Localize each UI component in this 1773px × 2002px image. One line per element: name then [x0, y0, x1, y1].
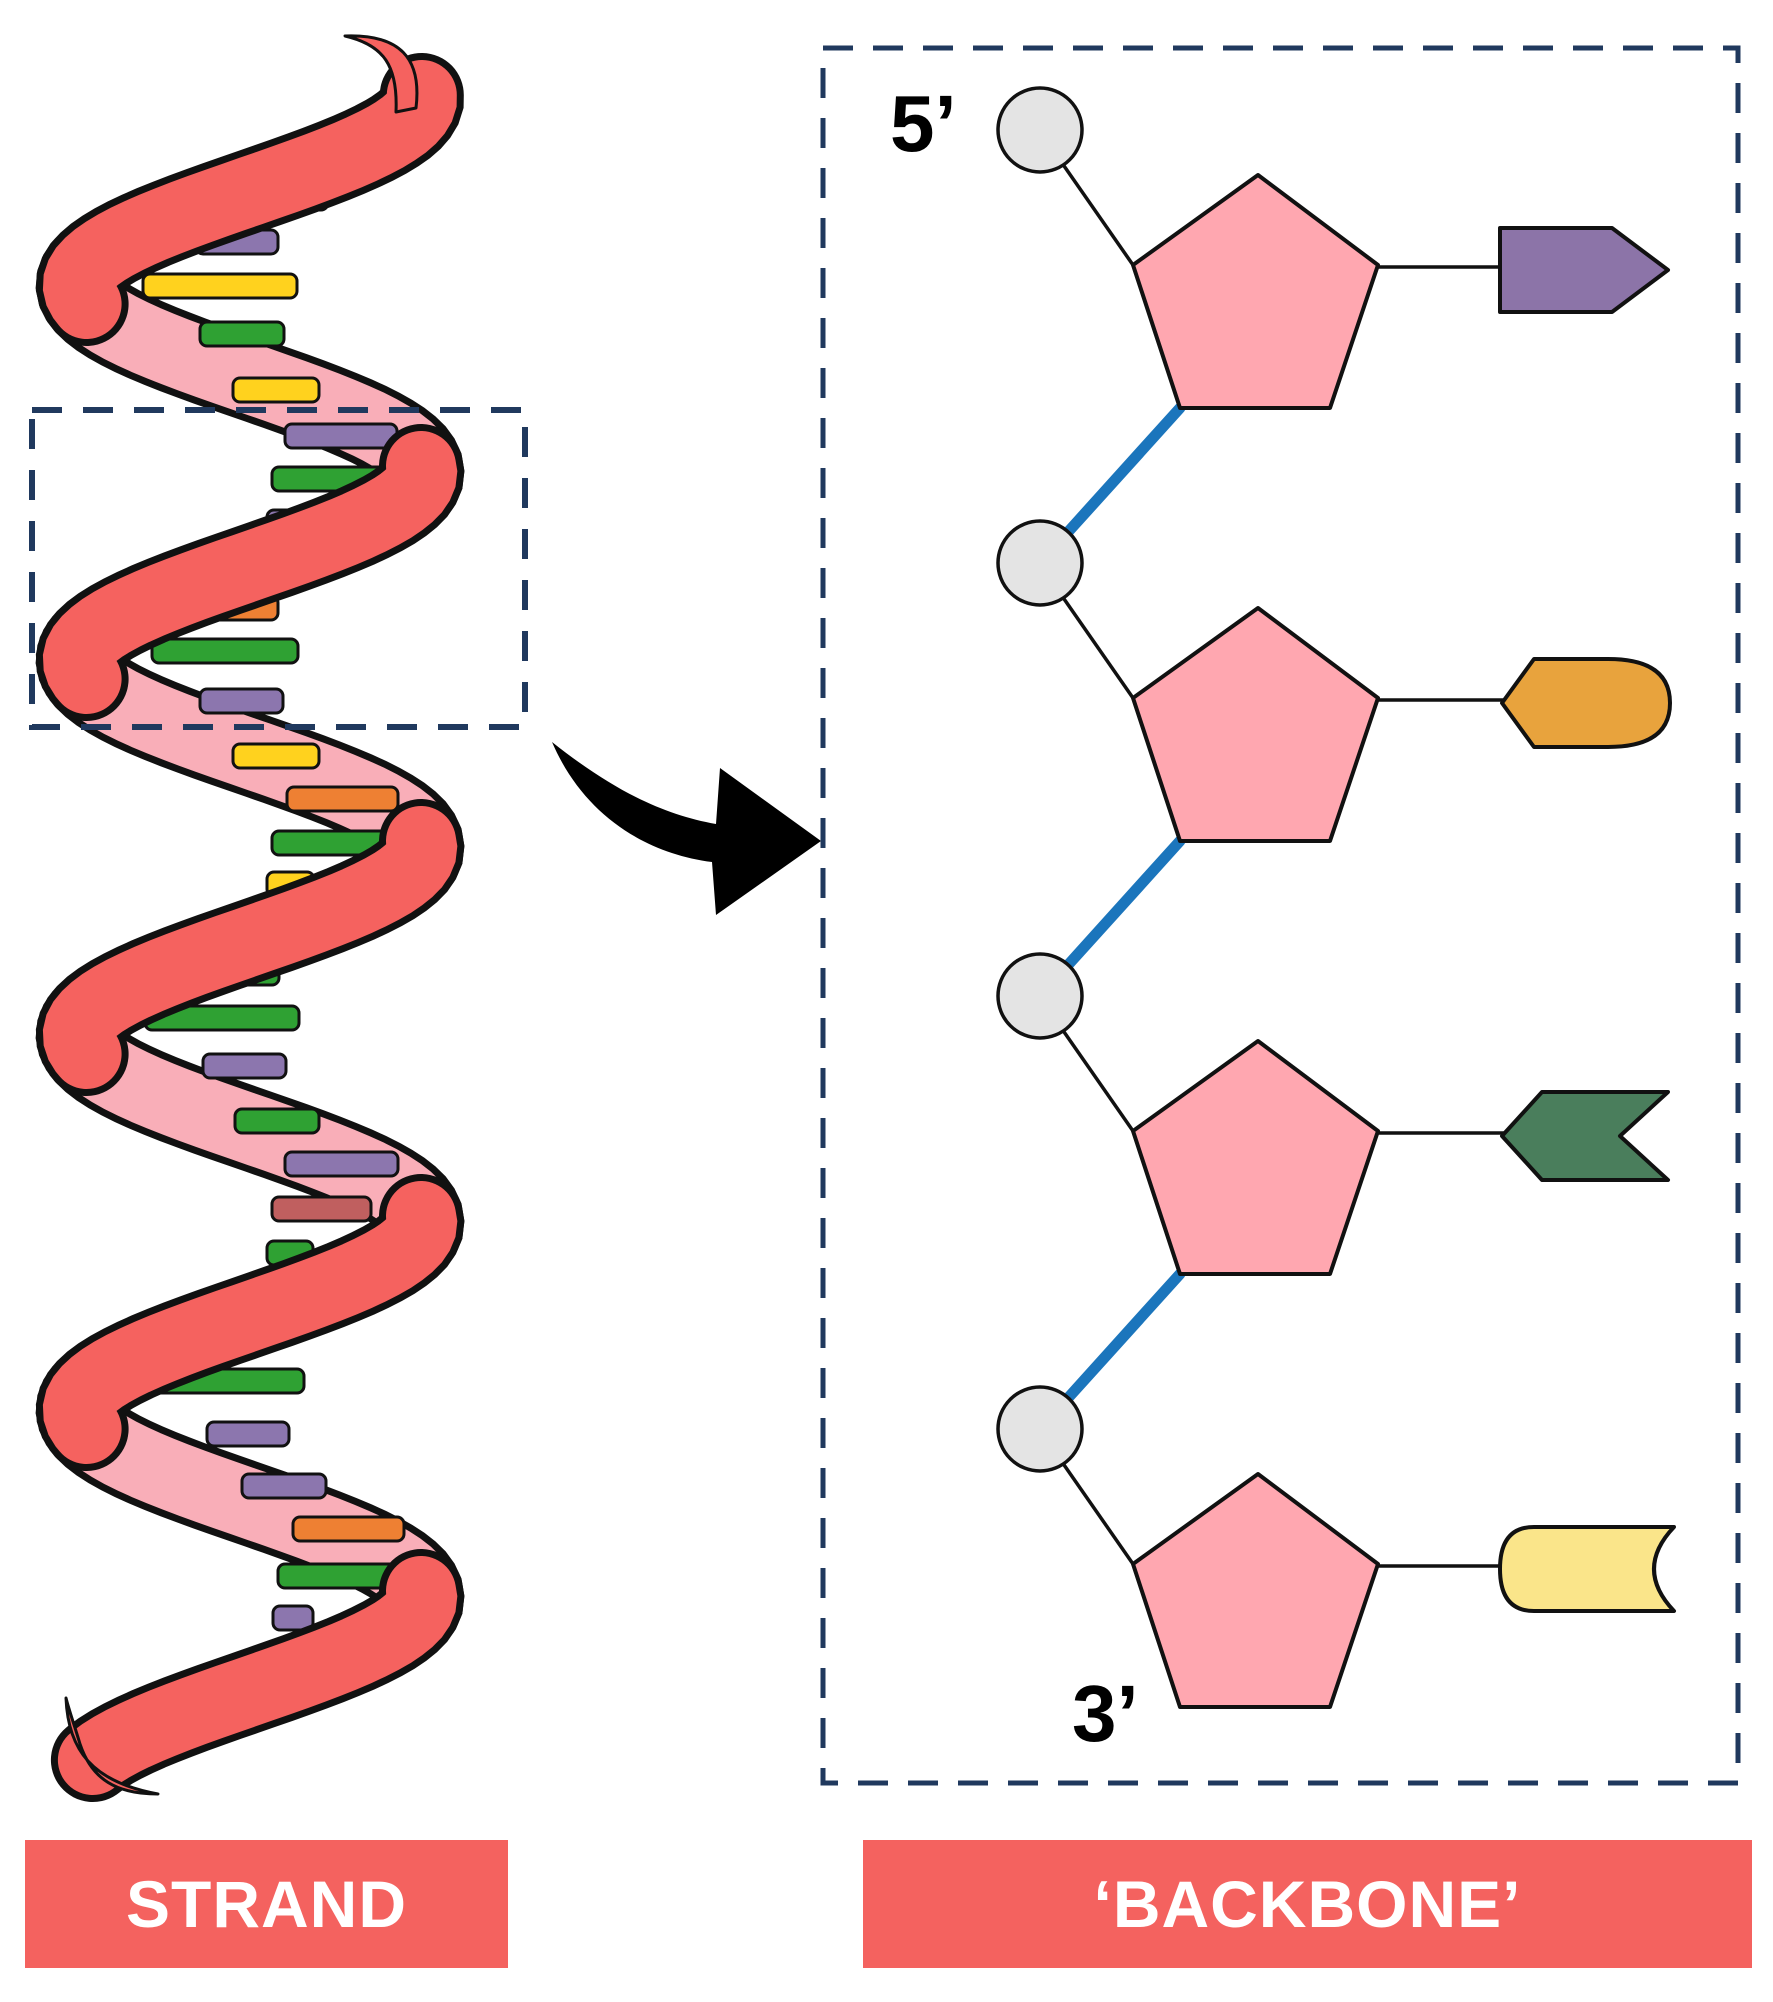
phosphate-circle: [996, 952, 1084, 1040]
helix-ribbon-front-segment: [42, 431, 458, 714]
helix-ribbon-front-segment: [42, 806, 458, 1089]
phosphate-circle: [996, 1385, 1084, 1473]
helix-bottom-tail: [64, 1696, 160, 1796]
sugar-pentagon: [1131, 173, 1380, 410]
nucleotide-1: [996, 86, 1670, 410]
base-pair-bar: [231, 376, 321, 404]
phosphate-sugar-bond-line: [1060, 1028, 1135, 1132]
helix-ribbon-front-segment: [42, 1181, 458, 1464]
sugar-pentagon: [1131, 1039, 1380, 1276]
helix-front-ribbon: [35, 34, 465, 1802]
nucleotide-2: [996, 519, 1672, 843]
strand-banner-label: STRAND: [126, 1867, 407, 1941]
base-arrow-right: [1498, 226, 1670, 314]
helix-top-tip: [343, 34, 419, 114]
phosphodiester-bond: [1062, 1268, 1186, 1404]
base-pair-bar: [198, 320, 286, 348]
nucleotide-4: [996, 1385, 1676, 1709]
helix-ribbon-front-segment: [57, 1556, 458, 1795]
base-chevron-left: [1500, 1090, 1670, 1182]
base-pair-bar: [198, 687, 285, 715]
phosphate-sugar-bond-line: [1060, 1461, 1135, 1565]
base-pair-bar: [150, 637, 300, 665]
phosphate-sugar-bond-line: [1060, 595, 1135, 699]
base-pair-bar: [291, 1515, 406, 1543]
sugar-pentagon: [1131, 606, 1380, 843]
sugar-pentagon: [1131, 1472, 1380, 1709]
three-prime-label: 3’: [1072, 1669, 1139, 1758]
base-tag-left: [1500, 657, 1672, 749]
base-pair-bar: [205, 1420, 291, 1448]
base-pair-bar: [283, 422, 399, 450]
base-pair-bar: [231, 742, 321, 770]
phosphate-circle: [996, 86, 1084, 174]
base-pair-bar: [271, 1604, 315, 1632]
phosphodiester-bond: [1062, 835, 1186, 971]
base-pair-bar: [270, 1195, 373, 1223]
phosphate-circle: [996, 519, 1084, 607]
backbone-panel-box: [820, 45, 1741, 1786]
backbone-banner-label: ‘BACKBONE’: [1093, 1867, 1522, 1941]
phosphodiester-bond: [1062, 402, 1186, 538]
helix-illustration: [35, 34, 465, 1802]
base-pair-bar: [233, 1107, 321, 1135]
base-pair-bar: [141, 272, 299, 300]
base-pair-bar: [283, 1150, 400, 1178]
backbone-diagram: [996, 86, 1676, 1709]
base-pair-bar: [201, 1052, 288, 1080]
helix-ribbon-front-segment: [42, 60, 457, 339]
base-pair-bar: [240, 1472, 328, 1500]
five-prime-label: 5’: [890, 79, 957, 168]
zoom-arrow-icon: [552, 742, 821, 915]
base-curved-band: [1498, 1525, 1676, 1613]
nucleotide-3: [996, 952, 1670, 1276]
phosphate-sugar-bond-line: [1060, 162, 1135, 266]
base-pair-bar: [285, 785, 400, 813]
strand-banner: STRAND: [25, 1840, 508, 1968]
backbone-banner: ‘BACKBONE’: [863, 1840, 1752, 1968]
